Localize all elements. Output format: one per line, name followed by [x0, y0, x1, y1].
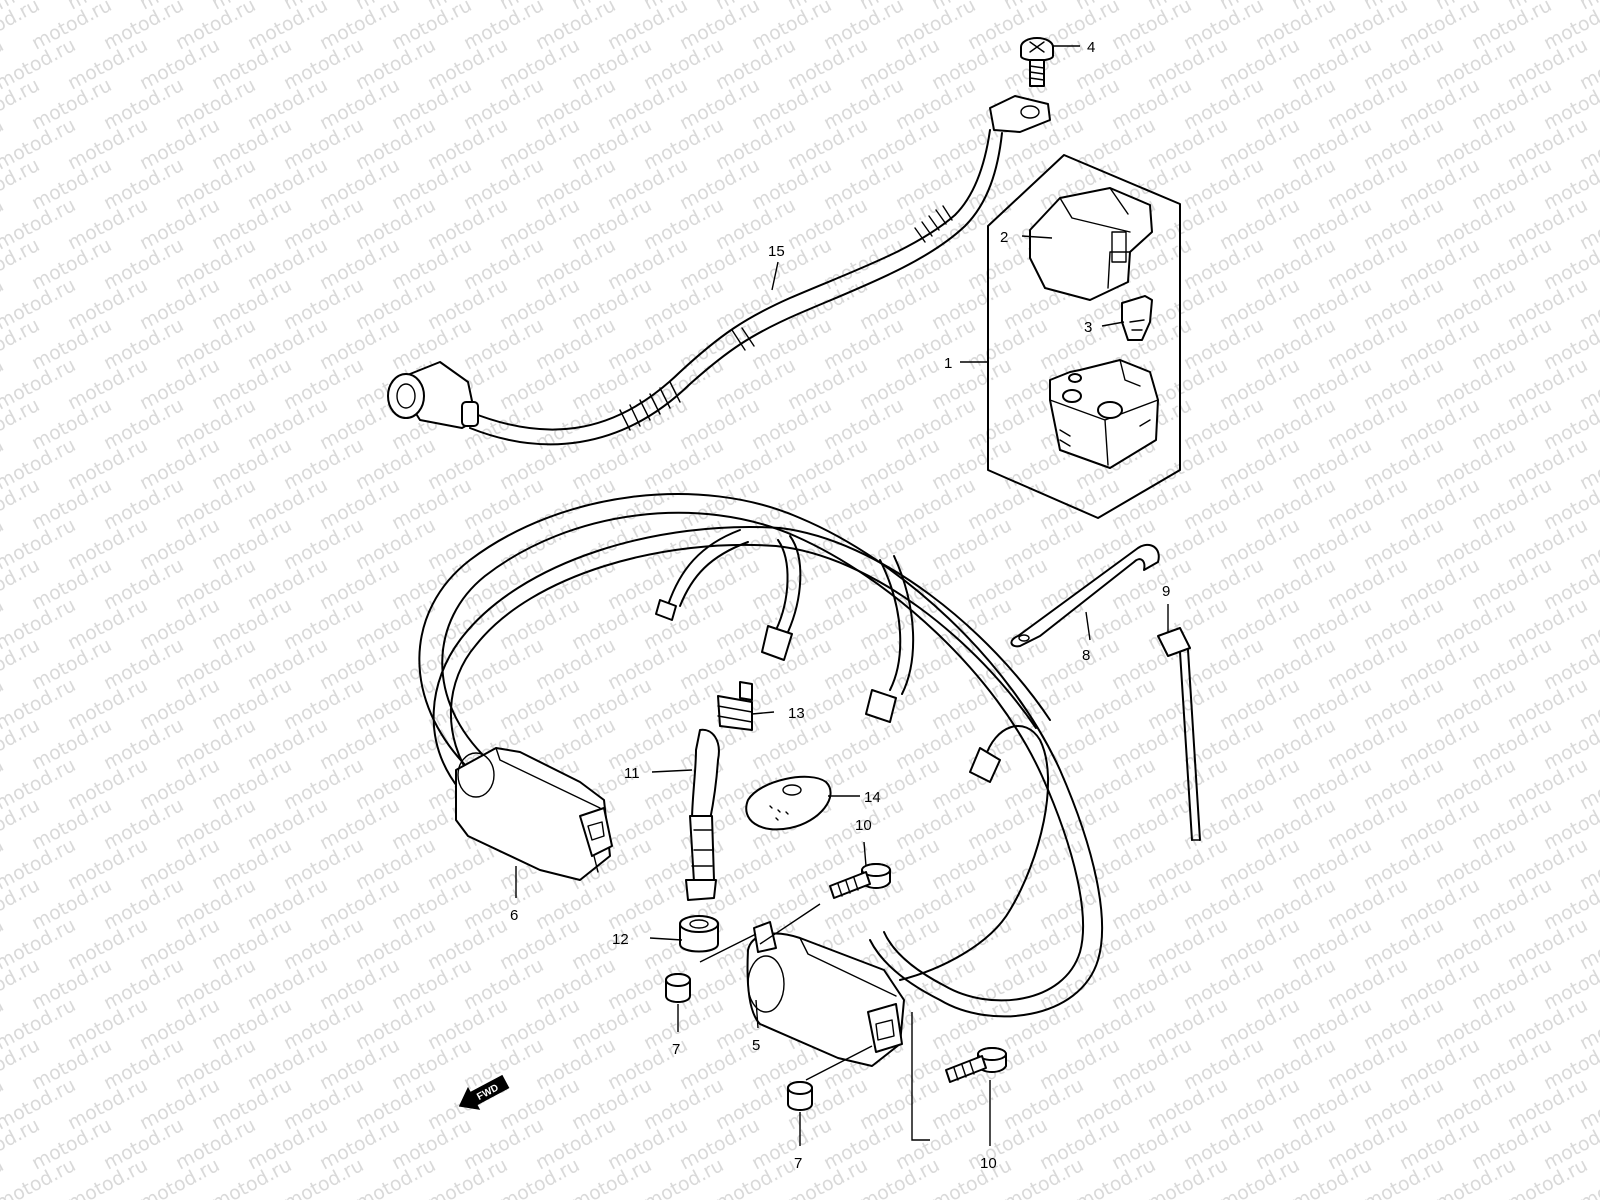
- spacer-upper: [665, 973, 691, 1003]
- callout-1: 1: [944, 355, 952, 372]
- starter-relay-assembly: [987, 154, 1181, 519]
- spark-plug-cap: [685, 681, 753, 901]
- callout-6: 6: [510, 907, 518, 924]
- callout-8: 8: [1082, 647, 1090, 664]
- callout-7-lower: 7: [794, 1155, 802, 1172]
- bracket: [1010, 543, 1160, 648]
- bolt-lower: [945, 1047, 1007, 1083]
- callout-14: 14: [864, 789, 881, 806]
- plug-seal: [679, 915, 719, 953]
- callout-12: 12: [612, 931, 629, 948]
- cover-plate: [745, 775, 832, 831]
- arrow-left-icon: [458, 1074, 510, 1110]
- callout-15: 15: [768, 243, 785, 260]
- cable-tie: [1157, 627, 1201, 841]
- callout-4: 4: [1087, 39, 1095, 56]
- spacer-lower: [787, 1081, 813, 1111]
- callout-7-upper: 7: [672, 1041, 680, 1058]
- ignition-coil-left: [455, 747, 613, 881]
- callout-10-lower: 10: [980, 1155, 997, 1172]
- leader-lines: [515, 45, 1169, 1146]
- bolt-upper: [829, 863, 891, 899]
- callout-9: 9: [1162, 583, 1170, 600]
- callout-10-upper: 10: [855, 817, 872, 834]
- callout-3: 3: [1084, 319, 1092, 336]
- ignition-coil-lower: [699, 903, 930, 1141]
- callout-11: 11: [624, 765, 640, 782]
- callout-labels: 4 2 3 1 15 13 11 14 10 12 6 7 5 7 10 8 9: [510, 39, 1170, 1172]
- battery-cable: [387, 37, 1054, 446]
- callout-5: 5: [752, 1037, 760, 1054]
- ignition-wiring: [418, 493, 1104, 1018]
- callout-2: 2: [1000, 229, 1008, 246]
- callout-13: 13: [788, 705, 805, 722]
